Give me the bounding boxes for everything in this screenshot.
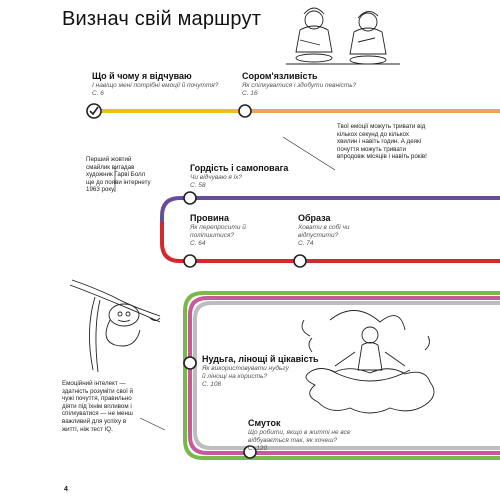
station-title: Провина — [190, 213, 229, 223]
station-page: С. 64 — [190, 240, 206, 247]
station-question: І навіщо мені потрібні емоції й почуття? — [92, 82, 219, 89]
note-emotional-intelligence: Емоційний інтелект — здатність розуміти … — [62, 380, 134, 433]
note-emotions-duration: Твої емоції можуть тривати від кількох с… — [337, 123, 427, 161]
station-marker-2 — [238, 104, 252, 118]
note-connector — [139, 417, 166, 431]
station-7[interactable]: Смуток Що робити, якщо в житті не все ві… — [248, 418, 358, 452]
station-page: С. 108 — [202, 381, 222, 388]
station-marker-5 — [293, 254, 307, 268]
station-marker-6 — [183, 356, 197, 370]
station-title: Що й чому я відчуваю — [92, 71, 192, 81]
station-page: С. 120 — [248, 445, 268, 452]
station-question: Як використовувати нудьгу й лінощі на ко… — [202, 365, 289, 380]
station-question: Як перепросити й поліпшитися? — [190, 224, 246, 239]
grey-line — [193, 301, 500, 450]
red-line — [160, 222, 500, 263]
page-number: 4 — [64, 486, 68, 493]
station-marker-1 — [86, 103, 102, 119]
green-line — [183, 291, 500, 460]
station-marker-4 — [183, 254, 197, 268]
pink-line — [188, 296, 500, 455]
station-page: С. 58 — [190, 182, 206, 189]
station-page: С. 74 — [298, 240, 314, 247]
station-page: С. 6 — [92, 90, 104, 97]
station-marker-3 — [183, 191, 197, 205]
sloth-illustration — [69, 279, 161, 373]
station-1[interactable]: Що й чому я відчуваю І навіщо мені потрі… — [92, 71, 218, 97]
station-2[interactable]: Сором'язливість Як спілкуватися і здобут… — [242, 71, 356, 97]
people-illustration — [286, 7, 400, 65]
station-title: Смуток — [248, 418, 281, 428]
station-page: С. 16 — [242, 90, 258, 97]
station-title: Нудьга, лінощі й цікавість — [202, 354, 319, 364]
note-smiley-history: Перший жовтий смайлик вигадав художник Г… — [86, 156, 151, 194]
station-4[interactable]: Провина Як перепросити й поліпшитися? С.… — [190, 213, 270, 247]
station-question: Чи відчуваю я їх? — [190, 174, 242, 181]
page-title: Визнач свій маршрут — [62, 8, 262, 30]
station-question: Як спілкуватися і здобути певність? — [242, 82, 357, 89]
station-5[interactable]: Образа Ховати в собі чи відпустити? С. 7… — [298, 213, 368, 247]
station-3[interactable]: Гордість і самоповага Чи відчуваю я їх? … — [190, 163, 288, 189]
station-title: Образа — [298, 213, 331, 223]
meditation-illustration — [301, 310, 435, 414]
station-6[interactable]: Нудьга, лінощі й цікавість Як використов… — [202, 354, 332, 388]
purple-line — [160, 196, 500, 222]
station-title: Сором'язливість — [242, 71, 318, 81]
note-connector — [282, 136, 336, 171]
station-question: Ховати в собі чи відпустити? — [298, 224, 350, 239]
station-question: Що робити, якщо в житті не все відбуваєт… — [248, 429, 351, 444]
station-marker-7 — [243, 445, 257, 459]
station-title: Гордість і самоповага — [190, 163, 289, 173]
